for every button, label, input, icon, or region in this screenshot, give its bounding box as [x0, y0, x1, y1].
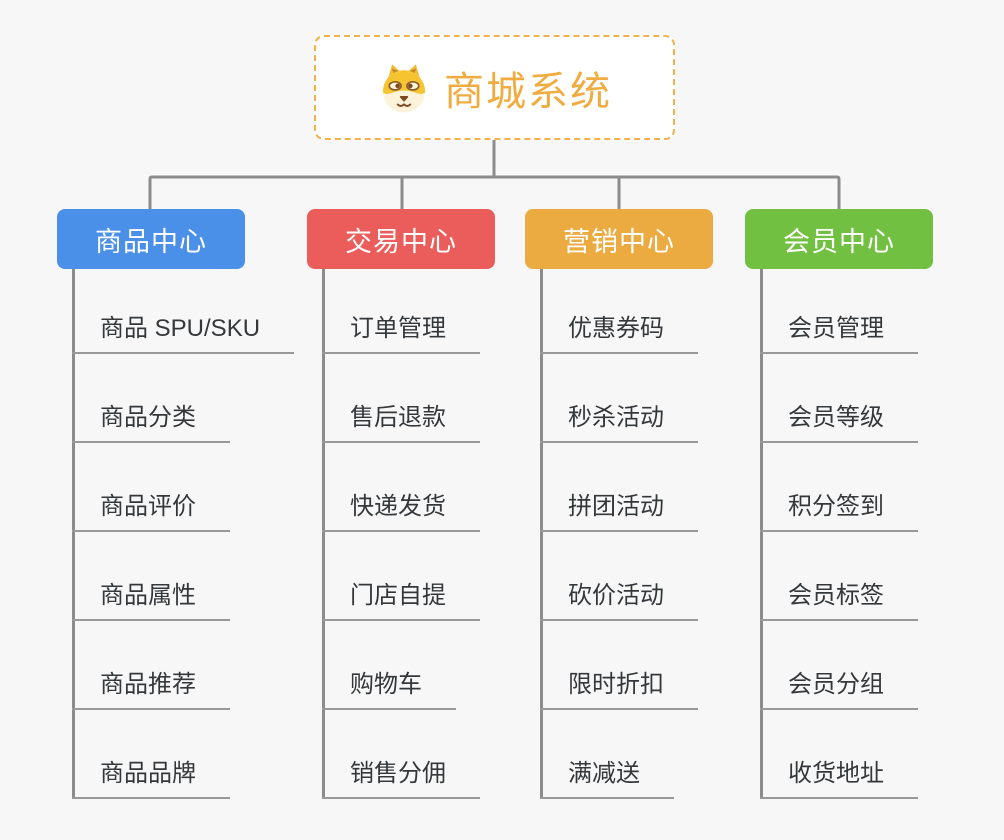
leaf-node[interactable]: 购物车 [322, 664, 456, 710]
branch-3: 营销中心 优惠券码秒杀活动拼团活动砍价活动限时折扣满减送 [525, 209, 713, 840]
leaf-node[interactable]: 商品品牌 [72, 753, 230, 799]
branch-label: 会员中心 [783, 226, 895, 257]
bus-line [148, 175, 841, 209]
branch-trunk-line [760, 269, 763, 799]
leaf-node[interactable]: 销售分佣 [322, 753, 480, 799]
leaf-node[interactable]: 积分签到 [760, 486, 918, 532]
leaf-node[interactable]: 收货地址 [760, 753, 918, 799]
branch-node-3[interactable]: 营销中心 [525, 209, 713, 269]
leaf-node[interactable]: 砍价活动 [540, 575, 698, 621]
root-title: 商城系统 [444, 69, 612, 114]
branch-label: 营销中心 [563, 226, 675, 257]
leaf-node[interactable]: 快递发货 [322, 486, 480, 532]
leaf-node[interactable]: 商品属性 [72, 575, 230, 621]
branch-node-4[interactable]: 会员中心 [745, 209, 933, 269]
branch-4: 会员中心 会员管理会员等级积分签到会员标签会员分组收货地址 [745, 209, 933, 840]
branch-label: 交易中心 [345, 226, 457, 257]
leaf-node[interactable]: 会员等级 [760, 397, 918, 443]
leaf-node[interactable]: 商品分类 [72, 397, 230, 443]
branch-trunk-line [540, 269, 543, 799]
leaf-node[interactable]: 会员管理 [760, 308, 918, 354]
leaf-node[interactable]: 门店自提 [322, 575, 480, 621]
leaf-node[interactable]: 拼团活动 [540, 486, 698, 532]
leaf-node[interactable]: 优惠券码 [540, 308, 698, 354]
leaf-node[interactable]: 订单管理 [322, 308, 480, 354]
leaf-node[interactable]: 商品 SPU/SKU [72, 308, 295, 354]
leaf-node[interactable]: 秒杀活动 [540, 397, 698, 443]
branch-1: 商品中心 商品 SPU/SKU 商品分类商品评价商品属性商品推荐商品品牌 [57, 209, 295, 840]
branch-trunk-line [72, 269, 75, 799]
leaf-node[interactable]: 商品评价 [72, 486, 230, 532]
leaf-node[interactable]: 满减送 [540, 753, 674, 799]
dog-face-icon [377, 61, 431, 115]
leaf-node[interactable]: 商品推荐 [72, 664, 230, 710]
leaf-node[interactable]: 限时折扣 [540, 664, 698, 710]
branch-trunk-line [322, 269, 325, 799]
leaf-node[interactable]: 售后退款 [322, 397, 480, 443]
branch-node-1[interactable]: 商品中心 [57, 209, 245, 269]
branch-label: 商品中心 [95, 226, 207, 257]
branch-2: 交易中心 订单管理售后退款快递发货门店自提购物车销售分佣 [307, 209, 495, 840]
leaf-node[interactable]: 会员标签 [760, 575, 918, 621]
root-node[interactable]: 商城系统 [314, 35, 675, 140]
leaf-node[interactable]: 会员分组 [760, 664, 918, 710]
branch-node-2[interactable]: 交易中心 [307, 209, 495, 269]
